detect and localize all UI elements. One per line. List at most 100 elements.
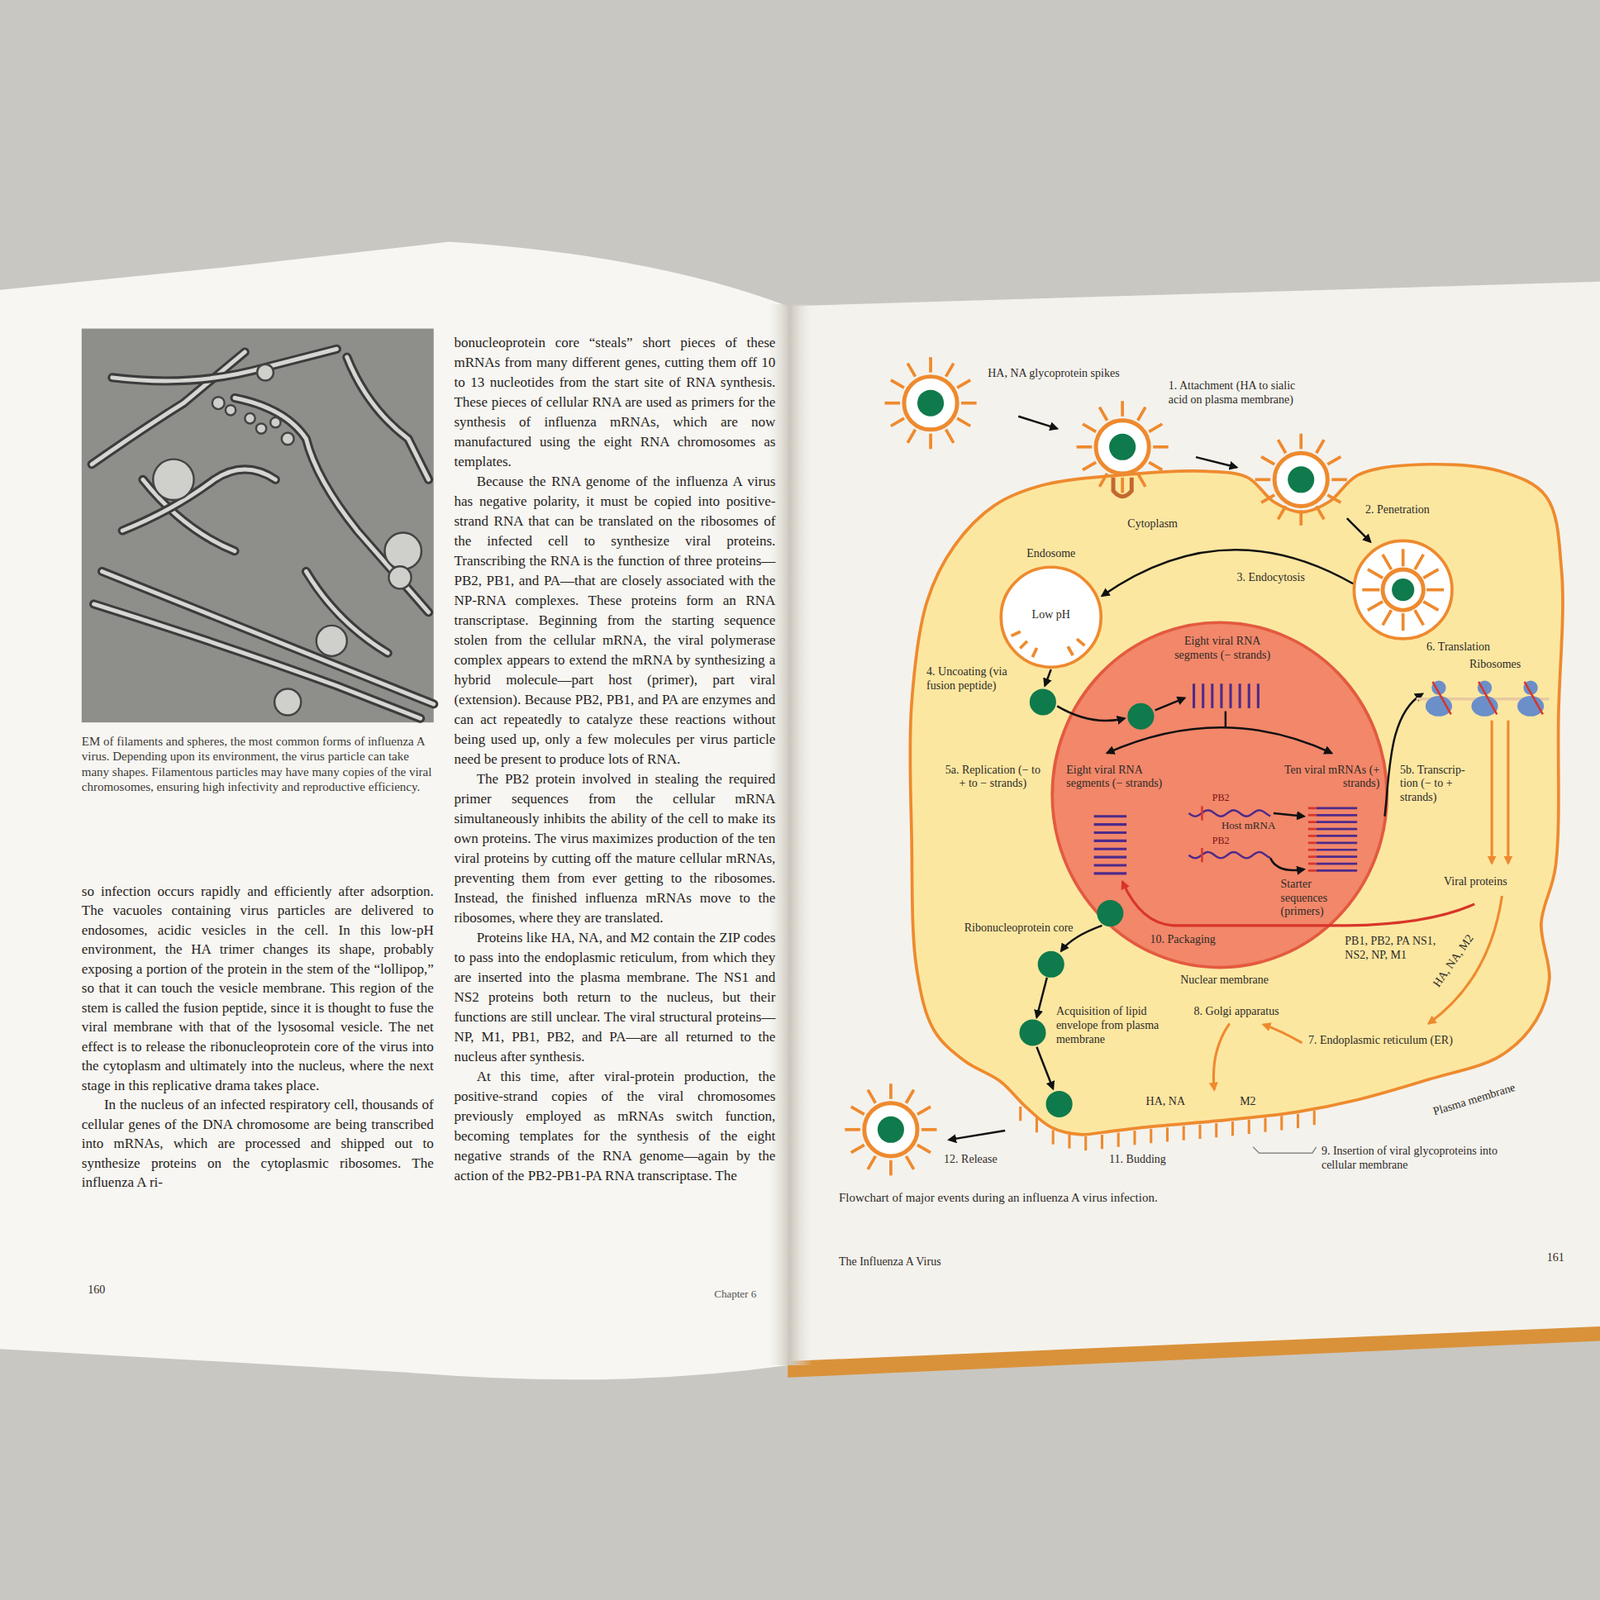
viral-mrna: [1316, 848, 1358, 852]
viral-envelope: [1274, 452, 1328, 506]
glycoprotein-spike: [884, 401, 900, 405]
diagram-label: 2. Penetration: [1365, 503, 1430, 518]
ribosome-small: [1477, 680, 1492, 696]
virus-particle: [1076, 400, 1169, 493]
glycoprotein-spike: [851, 1144, 865, 1153]
node-heading: Nuclear membrane: [1152, 973, 1296, 988]
text-holder: Eight viral RNA segments (− strands): [1066, 763, 1179, 792]
glycoprotein-spike: [851, 1106, 865, 1115]
glycoprotein-spike: [1277, 505, 1286, 520]
viral-envelope: [1382, 569, 1424, 610]
text-holder: 7. Endoplasmic reticulum (ER): [1308, 1033, 1453, 1048]
glycoprotein-spike: [1426, 588, 1444, 592]
flow-arrow: [1155, 698, 1186, 711]
rna-segment: [1094, 847, 1128, 851]
primer-cap: [1308, 855, 1317, 858]
ribosome-large: [1517, 695, 1544, 717]
viral-mrna: [1316, 855, 1358, 858]
pb2-cut-mark: [1200, 847, 1203, 862]
membrane-spike: [1052, 1129, 1055, 1144]
flow-arrow: [1263, 1024, 1303, 1043]
primer-cap: [1308, 814, 1317, 817]
glycoprotein-spike: [961, 401, 977, 405]
rna-segment: [1192, 683, 1196, 709]
ribosome-large: [1425, 695, 1453, 717]
detached-spike: [1032, 647, 1037, 658]
membrane-spike: [1296, 1114, 1300, 1129]
glycoprotein-spike: [905, 1156, 914, 1170]
primer-cap: [1308, 869, 1317, 872]
text-holder: HA, NA glycoprotein spikes: [987, 366, 1120, 381]
diagram-label: Ribosomes: [1469, 657, 1521, 672]
body-paragraph: The PB2 protein involved in stealing the…: [453, 769, 776, 929]
bracket-stem: [1224, 711, 1227, 729]
sphere-particle: [225, 404, 236, 415]
text-holder: 160: [87, 1283, 105, 1298]
diagram-label: Eight viral RNA segments (− strands): [1171, 634, 1273, 663]
ribonucleoprotein-dot: [1127, 703, 1154, 730]
glycoprotein-spike: [1120, 477, 1124, 494]
flow-arrow: [1107, 727, 1333, 753]
viral-core: [917, 390, 944, 417]
flow-arrow: [1036, 1047, 1053, 1090]
ribonucleoprotein-dot: [1046, 1090, 1073, 1118]
virus-particle: [884, 357, 977, 449]
host-mrna-wave: [1188, 809, 1271, 816]
body-paragraph: so infection occurs rapidly and efficien…: [81, 881, 434, 1096]
text-holder: 161: [1547, 1251, 1565, 1266]
detached-spike: [1019, 641, 1028, 649]
virus-particle: [1361, 548, 1444, 631]
diagram-label: 4. Uncoating (via fusion peptide): [926, 665, 1009, 694]
text-holder: 4. Uncoating (via fusion peptide): [926, 665, 1009, 694]
glycoprotein-spike: [928, 433, 933, 450]
viral-envelope: [864, 1103, 918, 1157]
electron-micrograph: [81, 328, 434, 724]
text-holder: Chapter 6: [714, 1287, 757, 1301]
endocytic-vesicle: [1353, 540, 1453, 639]
diagram-label: Ribonucleoprotein core: [964, 921, 1077, 936]
membrane-spike: [1231, 1121, 1234, 1136]
host-mrna-wave: [1188, 852, 1271, 858]
ribosome-small: [1523, 680, 1538, 696]
viral-envelope: [1095, 420, 1149, 474]
diagram-label: 3. Endocytosis: [1236, 571, 1305, 586]
text-holder: 2. Penetration: [1365, 503, 1430, 518]
text-holder: M2: [1239, 1095, 1256, 1110]
diagram-label: 9. Insertion of viral glycoproteins into…: [1321, 1144, 1516, 1173]
detached-spike: [1076, 638, 1085, 646]
rna-segment: [1201, 683, 1205, 709]
diagram-label: Eight viral RNA segments (− strands): [1066, 763, 1179, 792]
text-holder: Ten viral mRNAs (+ strands): [1266, 763, 1380, 792]
glycoprotein-spike: [946, 363, 954, 377]
filament: [94, 604, 421, 719]
flow-arrow: [1270, 857, 1305, 871]
nascent-chain: [1478, 681, 1497, 715]
text-holder: 3. Endocytosis: [1236, 571, 1305, 586]
primer-cap: [1308, 841, 1317, 844]
glycoprotein-spike: [889, 1083, 893, 1100]
viral-core: [1109, 433, 1136, 461]
nascent-chain: [1524, 681, 1543, 715]
text-holder: Eight viral RNA segments (− strands): [1171, 634, 1273, 663]
cell-membrane: [909, 464, 1563, 1135]
rna-segment: [1257, 683, 1260, 709]
glycoprotein-spike: [1261, 457, 1275, 465]
flow-arrow: [1428, 895, 1503, 1024]
rna-segment: [1219, 683, 1223, 709]
cell-outline: CytoplasmEndosomeLow pHNuclear membrane: [898, 448, 1577, 1153]
membrane-spike: [1166, 1127, 1169, 1142]
ribosome-large: [1471, 695, 1498, 717]
glycoprotein-spike: [1316, 439, 1324, 453]
filament: [94, 604, 421, 719]
flow-arrow: [1273, 813, 1305, 817]
diagram-label: 8. Golgi apparatus: [1194, 1004, 1280, 1020]
rna-segment: [1094, 814, 1128, 818]
sphere-particle: [316, 625, 348, 657]
primer-cap: [1308, 820, 1317, 824]
glycoprotein-spike: [1148, 423, 1162, 432]
nuclear-envelope: [1052, 622, 1387, 967]
ribonucleoprotein-dot: [1038, 951, 1065, 978]
glycoprotein-spike: [1082, 461, 1096, 470]
diagram-label: 10. Packaging: [1150, 933, 1216, 948]
